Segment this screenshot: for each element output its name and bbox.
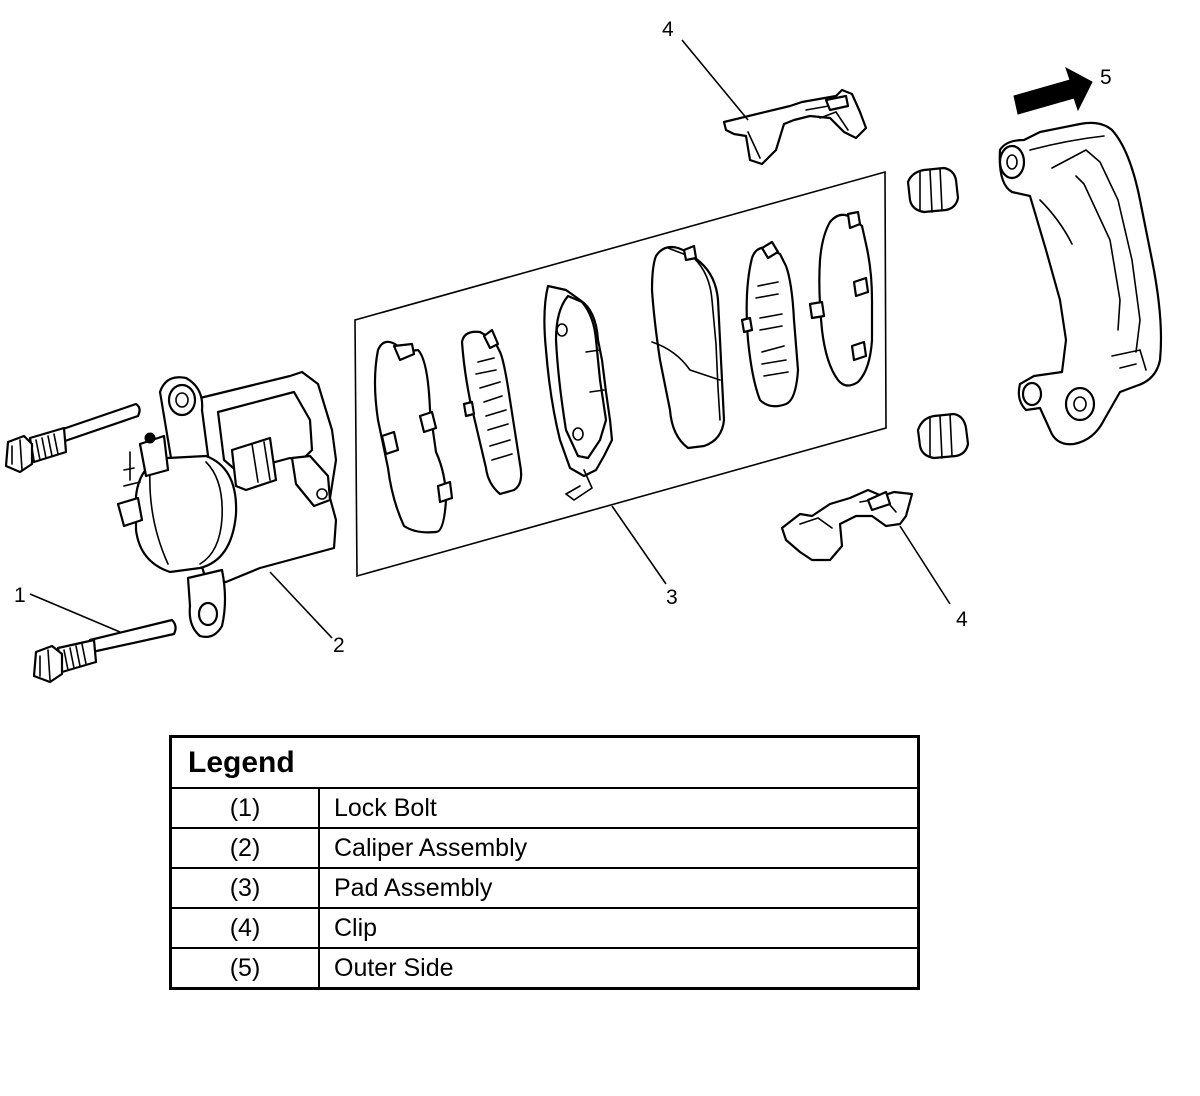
legend-row: (1) Lock Bolt [169, 787, 920, 829]
callout-number-4-upper: 4 [662, 18, 674, 41]
callout-number-4-lower: 4 [956, 608, 968, 631]
legend-row-label: Outer Side [318, 947, 920, 990]
pad-shim-outer-right [808, 210, 874, 387]
legend-row: (3) Pad Assembly [169, 867, 920, 909]
legend-row: (2) Caliper Assembly [169, 827, 920, 869]
callout-line-2 [269, 571, 333, 639]
legend-title: Legend [169, 735, 920, 789]
callout-number-1: 1 [14, 584, 26, 607]
callout-number-5: 5 [1100, 66, 1112, 89]
callout-line-1 [29, 593, 121, 633]
pad-shim-outer-left [373, 340, 454, 534]
pad-wear-plate-right [740, 240, 800, 408]
legend-table: Legend (1) Lock Bolt (2) Caliper Assembl… [169, 735, 920, 990]
clip-lower [780, 488, 914, 562]
legend-row-label: Caliper Assembly [318, 827, 920, 869]
outer-side-arrow [1013, 66, 1093, 115]
caliper-exploded-diagram: 1 2 3 4 4 5 [4, 18, 1163, 684]
callout-line-4-upper [681, 39, 749, 121]
callout-line-3 [611, 505, 667, 585]
legend-row-label: Clip [318, 907, 920, 949]
legend-row: (4) Clip [169, 907, 920, 949]
callout-number-3: 3 [666, 586, 678, 609]
callout-number-2: 2 [333, 634, 345, 657]
boot-upper [906, 166, 960, 214]
legend-row-number: (4) [169, 907, 320, 949]
pad-wear-plate [460, 328, 523, 496]
callout-line-4-lower [899, 525, 951, 605]
legend-header-row: Legend [169, 735, 920, 789]
clip-upper [722, 88, 868, 166]
legend-row-label: Pad Assembly [318, 867, 920, 909]
brake-pad-inner [543, 284, 614, 501]
brake-pad-outer [650, 244, 726, 450]
pad-assembly [354, 170, 887, 578]
legend-row-label: Lock Bolt [318, 787, 920, 829]
legend-row-number: (3) [169, 867, 320, 909]
lower-lock-bolt [32, 618, 177, 684]
legend-row-number: (5) [169, 947, 320, 990]
legend-row: (5) Outer Side [169, 947, 920, 990]
legend-row-number: (2) [169, 827, 320, 869]
caliper-support-bracket [998, 121, 1163, 446]
caliper-assembly [116, 370, 338, 638]
boot-lower [916, 412, 970, 460]
upper-lock-bolt [4, 402, 141, 474]
legend-row-number: (1) [169, 787, 320, 829]
